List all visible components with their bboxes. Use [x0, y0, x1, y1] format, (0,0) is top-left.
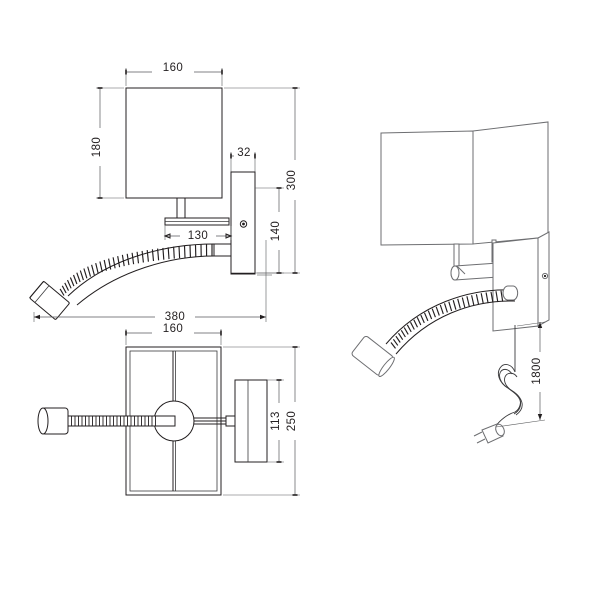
gooseneck-collar-front: [213, 243, 232, 257]
dim-label-arm-length: 130: [188, 230, 208, 242]
dimension-total-height: 300: [224, 87, 303, 274]
front-elevation-view: 160 180: [29, 61, 303, 324]
dim-label-total-projection: 380: [165, 311, 185, 323]
lamp-shade-perspective-right: [472, 121, 549, 245]
lamp-shade-perspective-left: [380, 130, 474, 246]
reading-lamp-head-perspective: [351, 335, 395, 377]
gooseneck-front: [59, 243, 215, 306]
plan-top-view: 160: [37, 322, 303, 496]
dimension-front-shade-height: 180: [91, 87, 124, 199]
dimension-arm-length: 130: [163, 225, 233, 243]
mains-plug: [473, 423, 505, 444]
reading-lamp-head-plan: [37, 407, 69, 435]
switch-screw-front: [239, 220, 248, 228]
gooseneck-plan: [64, 415, 176, 427]
dim-label-plate-width: 113: [270, 411, 282, 431]
dimension-plan-height: 250: [223, 346, 303, 496]
connector-rods-plan: [194, 415, 236, 427]
dimension-front-shade-width: 160: [125, 61, 223, 86]
power-cable-perspective: [473, 325, 523, 444]
gooseneck-perspective: [385, 285, 519, 355]
dimension-plan-width: 160: [125, 322, 222, 345]
dim-label-front-shade-width: 160: [163, 62, 183, 74]
dimension-total-projection: 380: [33, 240, 272, 324]
reading-lamp-head-front: [29, 280, 70, 320]
dimension-cable-length: 1800: [495, 321, 548, 428]
dim-label-bracket-height: 140: [270, 221, 282, 241]
dim-label-front-shade-height: 180: [91, 137, 103, 157]
dim-label-cable-length: 1800: [531, 357, 543, 384]
dimension-bracket-depth: 32: [230, 146, 256, 172]
lamp-shade-front: [125, 87, 223, 199]
perspective-view: 1800: [351, 121, 550, 444]
dim-label-bracket-depth: 32: [237, 147, 251, 159]
wall-plate-perspective: [492, 237, 539, 332]
dimension-bracket-height: 140: [255, 187, 287, 274]
dim-label-plan-height: 250: [286, 411, 298, 431]
switch-screw-perspective: [541, 272, 549, 280]
wall-plate-plan: [234, 379, 268, 463]
dim-label-total-height: 300: [286, 170, 298, 190]
dim-label-plan-width: 160: [163, 323, 183, 335]
dimension-plate-width: 113: [267, 379, 287, 463]
